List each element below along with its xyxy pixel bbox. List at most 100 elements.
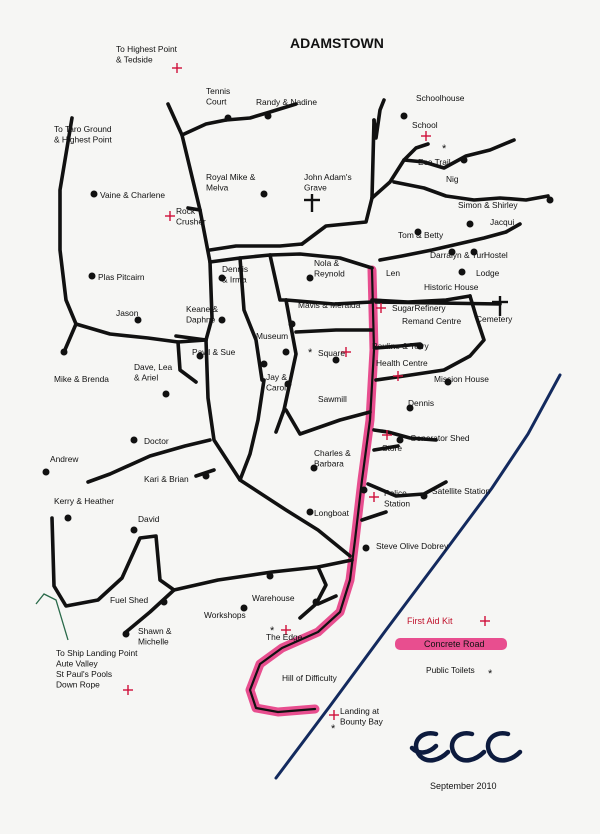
place-label-line: Michelle: [138, 637, 169, 647]
place-label-line: Cemetery: [476, 314, 513, 324]
place-label-line: To Ship Landing Point: [56, 648, 138, 658]
place-label-nig: Nig: [446, 174, 459, 184]
legend-first-aid: First Aid Kit: [407, 616, 453, 626]
place-label-longboat: Longboat: [314, 508, 350, 518]
place-label-line: Pauline & Terry: [372, 341, 429, 351]
place-label-line: Kerry & Heather: [54, 496, 114, 506]
place-label-hill-of-difficulty: Hill of Difficulty: [282, 673, 338, 683]
place-label-line: Jay &: [266, 372, 287, 382]
place-label-historic-house: Historic House: [424, 282, 479, 292]
place-label-line: Police: [384, 488, 407, 498]
place-label-line: Store: [382, 443, 402, 453]
place-label-health-centre: Health Centre: [376, 358, 428, 368]
place-label-line: Grave: [304, 183, 327, 193]
place-label-andrew: Andrew: [50, 454, 79, 464]
place-label-line: Andrew: [50, 454, 79, 464]
place-label-david: David: [138, 514, 160, 524]
place-label-line: Station: [384, 499, 410, 509]
legend-concrete-road: Concrete Road: [424, 639, 485, 649]
wave-logo: [409, 731, 523, 763]
place-label-square: Square: [318, 348, 345, 358]
legend-concrete-swatch: [395, 638, 507, 650]
place-label-darralyn-turi: Darralyn & Turi: [430, 250, 486, 260]
place-label-museum: Museum: [256, 331, 288, 341]
place-label-charles-barbara: Charles &Barbara: [314, 448, 351, 469]
place-label-line: Royal Mike &: [206, 172, 256, 182]
place-label-line: Dennis: [222, 264, 248, 274]
place-label-dave-lea-ariel: Dave, Lea& Ariel: [134, 362, 173, 383]
place-label-line: Aute Valley: [56, 659, 99, 669]
place-label-line: Randy & Nadine: [256, 97, 317, 107]
place-label-keane-daphne: Keane &Daphne: [186, 304, 219, 325]
place-label-line: Dave, Lea: [134, 362, 173, 372]
road-network: [50, 98, 550, 634]
place-label-line: Daphne: [186, 315, 216, 325]
place-label-mission-house: Mission House: [434, 374, 489, 384]
house-markers: [42, 112, 554, 638]
place-label-line: Sawmill: [318, 394, 347, 404]
svg-text:*: *: [442, 143, 447, 155]
place-label-jay-carol: Jay &Carol: [266, 372, 287, 393]
place-label-line: Eco Trail: [418, 157, 451, 167]
place-label-shawn-michelle: Shawn &Michelle: [138, 626, 172, 647]
place-label-jason: Jason: [116, 308, 139, 318]
place-label-mike-brenda: Mike & Brenda: [54, 374, 109, 384]
concrete-road: [245, 265, 379, 717]
place-label-line: SugarRefinery: [392, 303, 446, 313]
place-label-line: Lodge: [476, 268, 500, 278]
place-label-steve-olive-dobrey: Steve Olive Dobrey: [376, 541, 449, 551]
place-label-line: Doctor: [144, 436, 169, 446]
place-label-line: Hill of Difficulty: [282, 673, 338, 683]
place-label-line: Court: [206, 97, 227, 107]
place-label-sugar-refinery: SugarRefinery: [392, 303, 446, 313]
place-label-line: & Highest Point: [54, 135, 112, 145]
place-label-line: The Edge: [266, 632, 303, 642]
place-label-line: Keane &: [186, 304, 219, 314]
place-label-nola-reynold: Nola &Reynold: [314, 258, 345, 279]
place-label-lodge: Lodge: [476, 268, 500, 278]
place-label-line: Darralyn & Turi: [430, 250, 486, 260]
place-label-line: Rock: [176, 206, 196, 216]
place-label-line: Reynold: [314, 269, 345, 279]
place-label-schoolhouse: Schoolhouse: [416, 93, 465, 103]
place-label-dennis: Dennis: [408, 398, 434, 408]
place-label-royal-mike-melva: Royal Mike &Melva: [206, 172, 256, 193]
place-label-line: David: [138, 514, 160, 524]
place-label-line: Museum: [256, 331, 288, 341]
place-label-line: Down Rope: [56, 680, 100, 690]
place-label-taro-ground: To Taro Ground& Highest Point: [54, 124, 112, 145]
place-label-line: Landing at: [340, 706, 380, 716]
place-label-store: Store: [382, 443, 402, 453]
place-label-line: Charles &: [314, 448, 351, 458]
place-label-line: Fuel Shed: [110, 595, 149, 605]
place-label-satellite-station: Satellite Station: [432, 486, 491, 496]
place-label-line: To Taro Ground: [54, 124, 112, 134]
place-label-line: Pawl & Sue: [192, 347, 236, 357]
legend-public-toilets: Public Toilets: [426, 665, 475, 675]
place-label-remand-centre: Remand Centre: [402, 316, 461, 326]
place-label-line: Mavis & Meralda: [298, 300, 361, 310]
place-label-eco-trail: Eco Trail: [418, 157, 451, 167]
stream: [35, 593, 69, 641]
grave-icon: [304, 194, 508, 316]
place-label-line: & Ariel: [134, 373, 158, 383]
place-label-simon-shirley: Simon & Shirley: [458, 200, 518, 210]
place-label-line: Schoolhouse: [416, 93, 465, 103]
place-label-fuel-shed: Fuel Shed: [110, 595, 149, 605]
place-label-line: Barbara: [314, 459, 344, 469]
place-label-hostel: Hostel: [484, 250, 508, 260]
place-label-line: Carol: [266, 383, 286, 393]
place-label-line: Vaine & Charlene: [100, 190, 165, 200]
place-label-line: Kari & Brian: [144, 474, 189, 484]
place-label-line: Hostel: [484, 250, 508, 260]
place-label-line: & Tedside: [116, 55, 153, 65]
svg-text:*: *: [331, 723, 336, 735]
place-label-line: Jason: [116, 308, 139, 318]
place-label-line: Dennis: [408, 398, 434, 408]
